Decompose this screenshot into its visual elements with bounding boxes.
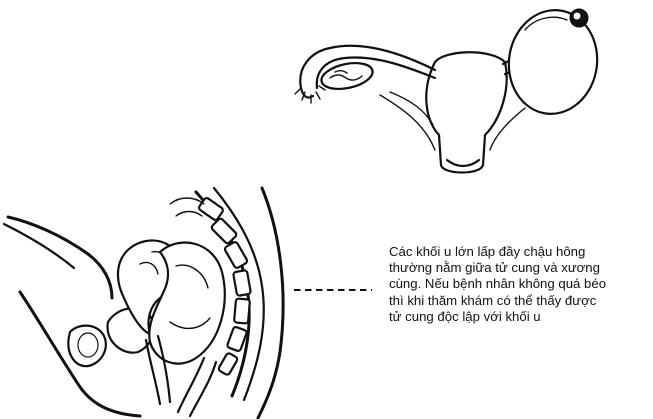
- uterus-with-adnexal-mass-drawing: [285, 0, 605, 182]
- caption-line-3: cùng. Nếu bệnh nhân không quá béo: [389, 276, 651, 292]
- caption-line-1: Các khối u lớn lấp đầy chậu hông: [389, 244, 651, 260]
- right-adnexal-mass: [502, 4, 604, 119]
- uterus-body: [426, 52, 506, 172]
- caption-line-5: tử cung độc lập với khối u: [389, 309, 651, 325]
- sagittal-pelvis-drawing: [0, 182, 290, 419]
- left-fimbriae: [295, 86, 325, 103]
- dashed-leader-line: [294, 289, 372, 291]
- pubic-bone: [68, 326, 105, 367]
- rectum: [178, 358, 216, 416]
- cervix: [447, 160, 479, 166]
- diagram-caption: Các khối u lớn lấp đầy chậu hông thường …: [389, 244, 651, 325]
- caption-line-2: thường nằm giữa tử cung và xương: [389, 260, 651, 276]
- caption-line-4: thì khi thăm khám có thể thấy được: [389, 293, 651, 309]
